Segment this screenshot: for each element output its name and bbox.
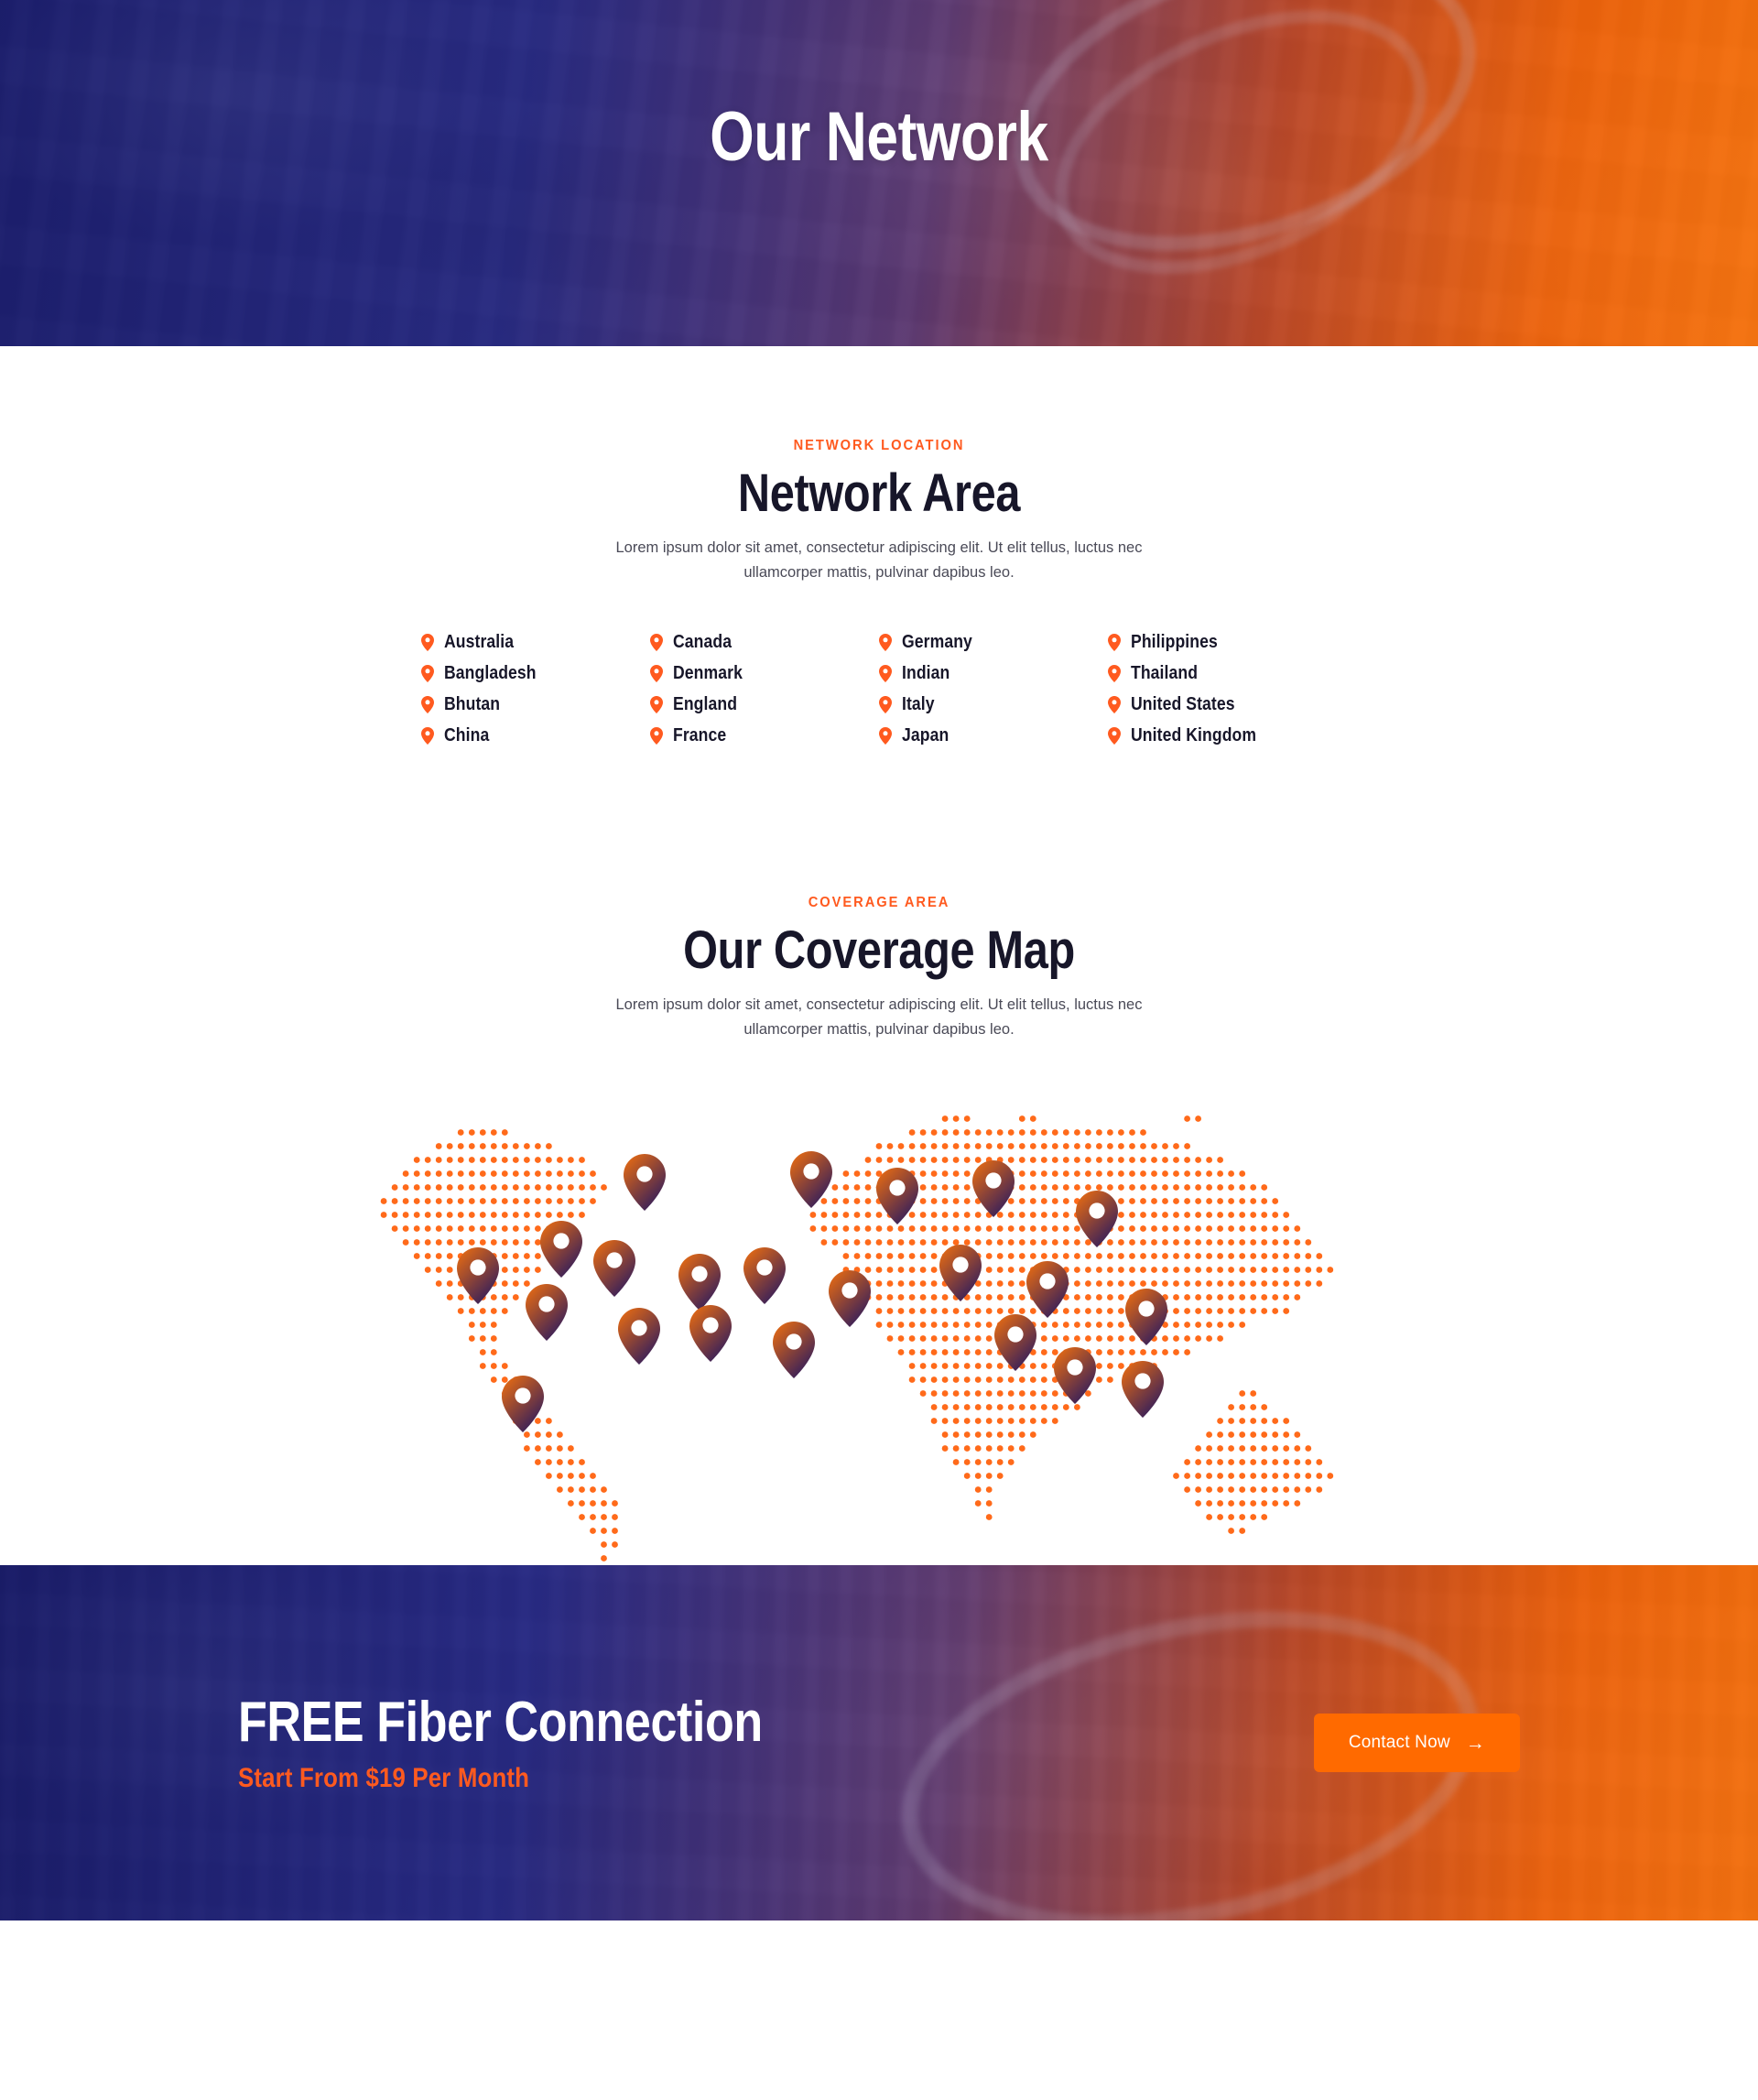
cta-title: FREE Fiber Connection (238, 1690, 763, 1754)
country-item[interactable]: Germany (879, 632, 1108, 653)
world-coverage-map (334, 1098, 1424, 1565)
map-pin-icon (1108, 727, 1121, 745)
country-item[interactable]: Philippines (1108, 632, 1337, 653)
coverage-eyebrow: COVERAGE AREA (808, 895, 950, 911)
map-pin-icon (650, 696, 663, 714)
page-title: Our Network (710, 98, 1048, 176)
country-item[interactable]: Canada (650, 632, 879, 653)
map-location-pin[interactable] (678, 1254, 721, 1311)
map-location-pin[interactable] (689, 1305, 732, 1363)
map-location-pin[interactable] (939, 1244, 982, 1301)
map-pin-icon (879, 696, 892, 714)
country-label: Thailand (1131, 663, 1199, 684)
map-pin-icon (650, 665, 663, 683)
map-pin-icon (1108, 696, 1121, 714)
country-item[interactable]: England (650, 694, 879, 715)
coverage-description: Lorem ipsum dolor sit amet, consectetur … (615, 996, 1143, 1039)
country-label: Australia (444, 632, 515, 653)
map-location-pin[interactable] (501, 1375, 544, 1432)
map-location-pin[interactable] (539, 1221, 582, 1278)
map-pin-icon (650, 727, 663, 745)
country-label: China (444, 725, 490, 746)
country-label: Bangladesh (444, 663, 537, 684)
coverage-map-section: COVERAGE AREA Our Coverage Map Lorem ips… (0, 746, 1758, 1566)
map-location-pin[interactable] (1076, 1191, 1118, 1248)
country-label: United States (1131, 694, 1235, 715)
country-label: Germany (902, 632, 972, 653)
country-label: Canada (673, 632, 732, 653)
map-location-pin[interactable] (993, 1314, 1036, 1372)
country-item[interactable]: China (421, 725, 650, 746)
map-pin-icon (421, 665, 434, 683)
map-location-pin[interactable] (773, 1322, 816, 1379)
map-pin-icon (421, 634, 434, 652)
cta-text-block: FREE Fiber Connection Start From $19 Per… (238, 1692, 863, 1794)
map-location-pin[interactable] (828, 1270, 871, 1328)
map-pin-icon (1108, 665, 1121, 683)
map-location-pin[interactable] (1026, 1260, 1069, 1318)
country-item[interactable]: Japan (879, 725, 1108, 746)
map-pin-icon (879, 665, 892, 683)
map-location-pin[interactable] (1121, 1361, 1164, 1419)
map-location-pin[interactable] (790, 1150, 833, 1208)
hero-banner: Our Network (0, 0, 1758, 346)
country-item[interactable]: Italy (879, 694, 1108, 715)
country-item[interactable]: Indian (879, 663, 1108, 684)
country-label: England (673, 694, 738, 715)
map-pin-icon (421, 727, 434, 745)
country-item[interactable]: France (650, 725, 879, 746)
map-pin-icon (879, 634, 892, 652)
country-label: Philippines (1131, 632, 1218, 653)
contact-now-label: Contact Now (1348, 1733, 1450, 1753)
contact-now-button[interactable]: Contact Now → (1313, 1714, 1520, 1773)
cta-banner: FREE Fiber Connection Start From $19 Per… (0, 1565, 1758, 1921)
cta-content: FREE Fiber Connection Start From $19 Per… (238, 1565, 1520, 1920)
hero-color-overlay (0, 0, 1758, 346)
country-label: France (673, 725, 727, 746)
country-label: Italy (902, 694, 935, 715)
country-item[interactable]: Bangladesh (421, 663, 650, 684)
network-area-description: Lorem ipsum dolor sit amet, consectetur … (615, 539, 1143, 582)
map-pin-icon (879, 727, 892, 745)
country-label: Bhutan (444, 694, 501, 715)
country-label: Japan (902, 725, 950, 746)
country-label: Denmark (673, 663, 743, 684)
country-label: United Kingdom (1131, 725, 1257, 746)
network-area-section: NETWORK LOCATION Network Area Lorem ipsu… (0, 346, 1758, 747)
country-item[interactable]: United Kingdom (1108, 725, 1337, 746)
country-item[interactable]: Bhutan (421, 694, 650, 715)
map-pin-icon (1108, 634, 1121, 652)
arrow-right-icon: → (1465, 1732, 1485, 1754)
map-location-pin[interactable] (1054, 1347, 1097, 1405)
map-location-pin[interactable] (457, 1246, 500, 1304)
cta-subtitle: Start From $19 Per Month (238, 1762, 530, 1793)
map-location-pin[interactable] (618, 1307, 661, 1365)
coverage-heading: Our Coverage Map (683, 920, 1075, 981)
map-pin-icon (650, 634, 663, 652)
country-item[interactable]: Australia (421, 632, 650, 653)
map-location-pin[interactable] (526, 1284, 569, 1342)
map-location-pin[interactable] (876, 1167, 919, 1224)
map-location-pin[interactable] (592, 1239, 635, 1297)
country-label: Indian (902, 663, 950, 684)
network-area-heading: Network Area (737, 463, 1021, 523)
country-item[interactable]: Thailand (1108, 663, 1337, 684)
map-location-pin[interactable] (624, 1153, 667, 1211)
country-item[interactable]: Denmark (650, 663, 879, 684)
network-area-eyebrow: NETWORK LOCATION (793, 438, 965, 453)
map-pin-icon (421, 696, 434, 714)
map-location-pin[interactable] (1124, 1289, 1167, 1346)
map-location-pin[interactable] (971, 1160, 1015, 1218)
map-location-pin[interactable] (743, 1246, 787, 1304)
country-item[interactable]: United States (1108, 694, 1337, 715)
